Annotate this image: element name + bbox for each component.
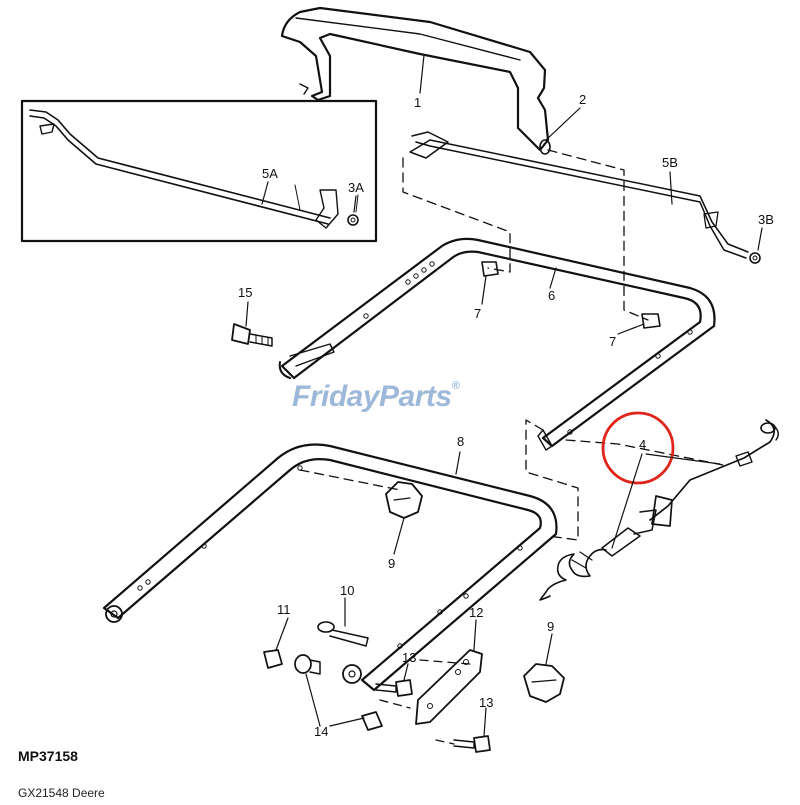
nut-7-left: [481, 261, 499, 277]
watermark-logo: FridayParts®: [292, 380, 460, 413]
inset-box: [20, 99, 378, 243]
caption: GX21548 Deere: [18, 786, 105, 800]
label-9a: 9: [388, 556, 395, 571]
lower-handle-8: [102, 443, 558, 692]
label-12: 12: [469, 605, 483, 620]
nut-7-right: [641, 313, 661, 329]
label-3a: 3A: [348, 180, 364, 195]
handle-grip-1: [280, 6, 551, 155]
leader-lines: [245, 54, 763, 737]
upper-handle-6: [278, 237, 716, 451]
figure-id: MP37158: [18, 748, 78, 764]
label-3b: 3B: [758, 212, 774, 227]
cable-4: [539, 419, 779, 601]
label-7b: 7: [609, 334, 616, 349]
dashed-guides-lower: [379, 659, 471, 745]
bolt-15: [231, 323, 273, 347]
bolt-13-upper: [375, 679, 413, 697]
bracket-12: [415, 649, 483, 725]
label-2: 2: [579, 92, 586, 107]
knob-9-lower: [523, 663, 565, 703]
label-4: 4: [639, 437, 646, 452]
label-15: 15: [238, 285, 252, 300]
label-5b: 5B: [662, 155, 678, 170]
label-10: 10: [340, 583, 354, 598]
knob-9-upper: [385, 481, 423, 519]
rod-5a: [29, 109, 331, 225]
label-14: 14: [314, 724, 328, 739]
bolt-10: [317, 621, 369, 647]
dashed-guides: [299, 149, 729, 541]
label-11: 11: [277, 602, 291, 617]
label-5a: 5A: [262, 166, 278, 181]
part-labels: 1 2 5A 3A 5B 3B 6 7 7 15 8 9 10 11 12 9 …: [238, 92, 774, 739]
label-9b: 9: [547, 619, 554, 634]
label-8: 8: [457, 434, 464, 449]
label-7a: 7: [474, 306, 481, 321]
label-13b: 13: [479, 695, 493, 710]
nut-11: [263, 649, 283, 669]
label-13a: 13: [402, 650, 416, 665]
label-6: 6: [548, 288, 555, 303]
label-1: 1: [414, 95, 421, 110]
spacers-14: [294, 654, 383, 731]
bolt-13-lower: [453, 735, 491, 753]
highlight-circle-4: [601, 411, 675, 485]
rod-5b: [409, 131, 761, 264]
